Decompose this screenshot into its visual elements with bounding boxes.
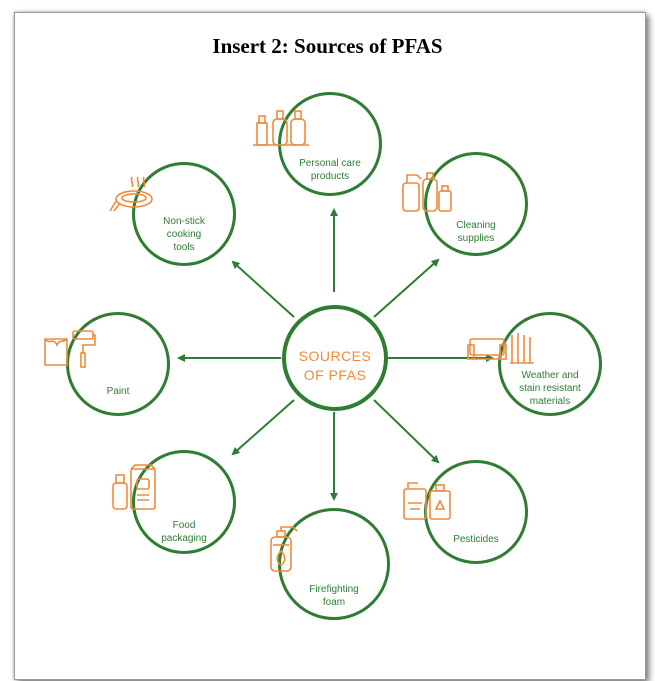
node-label: Firefighting foam xyxy=(309,584,359,608)
connector-arrows xyxy=(177,208,494,501)
node-label: Paint xyxy=(106,386,130,397)
paint-icon xyxy=(44,330,96,368)
node-weather-stain: Weather and stain resistant materials xyxy=(467,312,602,416)
node-label: Cleaning supplies xyxy=(456,220,496,244)
node-label: Pesticides xyxy=(453,534,499,545)
sources-diagram: SOURCES OF PFAS Personal care products C… xyxy=(34,62,637,642)
arrow-nonstick xyxy=(231,260,295,318)
node-food-packaging: Food packaging xyxy=(112,450,236,554)
pesticides-icon xyxy=(403,482,451,520)
node-firefighting: Firefighting foam xyxy=(270,508,390,620)
food-packaging-icon xyxy=(112,464,156,510)
frying-pan-icon xyxy=(109,176,153,212)
node-label: Weather and stain resistant materials xyxy=(519,370,581,407)
insert-title: Insert 2: Sources of PFAS xyxy=(212,34,443,58)
arrow-pesticides xyxy=(373,399,440,464)
node-paint: Paint xyxy=(44,312,170,416)
node-label: Non-stick cooking tools xyxy=(163,216,205,253)
node-label: Food packaging xyxy=(161,520,207,544)
node-cleaning: Cleaning supplies xyxy=(402,152,528,256)
node-label: Personal care products xyxy=(299,158,361,182)
node-personal-care: Personal care products xyxy=(253,92,382,196)
arrow-food xyxy=(231,399,295,456)
sofa-icon xyxy=(467,333,534,364)
arrow-cleaning xyxy=(373,258,440,318)
node-nonstick: Non-stick cooking tools xyxy=(109,162,236,266)
fire-extinguisher-icon xyxy=(270,526,298,572)
center-label: SOURCES OF PFAS xyxy=(298,348,372,383)
cleaning-supplies-icon xyxy=(402,172,452,212)
personal-care-icon xyxy=(253,110,309,146)
node-pesticides: Pesticides xyxy=(403,460,528,564)
center-node: SOURCES OF PFAS xyxy=(282,305,388,411)
